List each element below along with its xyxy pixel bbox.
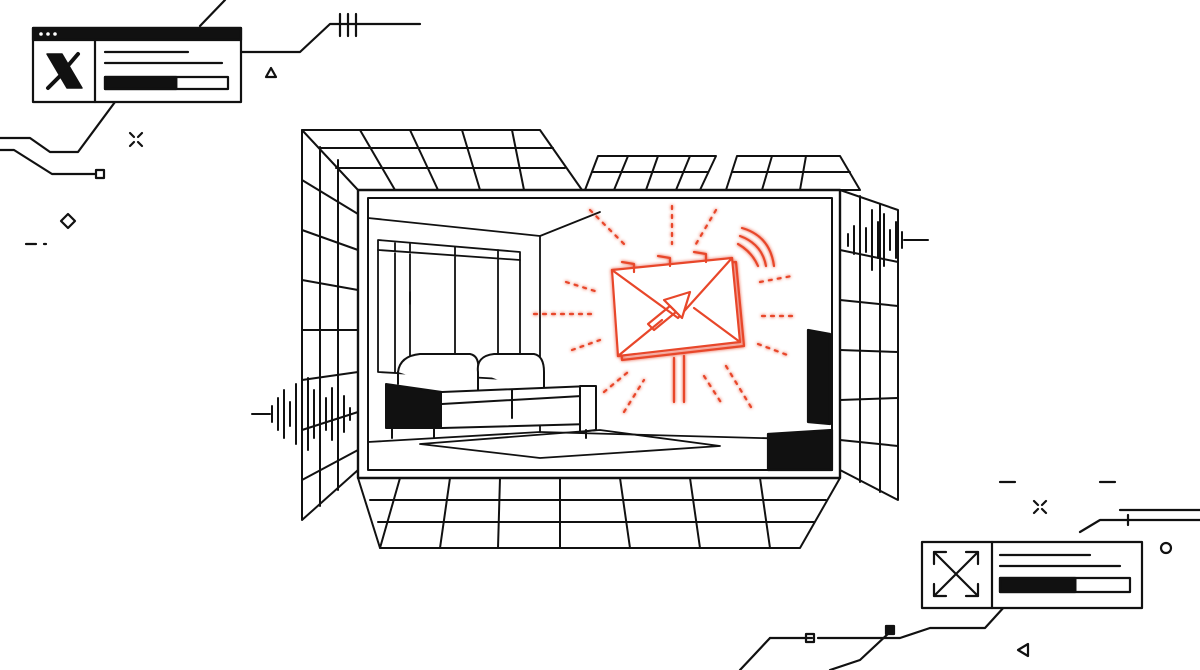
expand-arrows-icon [932, 550, 980, 598]
sound-wave-left [251, 377, 351, 451]
tv-stand [766, 428, 834, 472]
top-left-window-widget [31, 26, 243, 104]
billboard-with-cursor-icon [610, 250, 746, 404]
sofa [385, 353, 597, 439]
wifi-waves-icon [736, 226, 776, 268]
sound-wave-right [847, 209, 929, 271]
bottom-right-window-widget [920, 540, 1144, 610]
rug [419, 429, 721, 459]
tv [806, 328, 832, 426]
decorations [59, 66, 1173, 658]
x-logo-icon [46, 52, 83, 90]
signal-rays [532, 204, 800, 414]
